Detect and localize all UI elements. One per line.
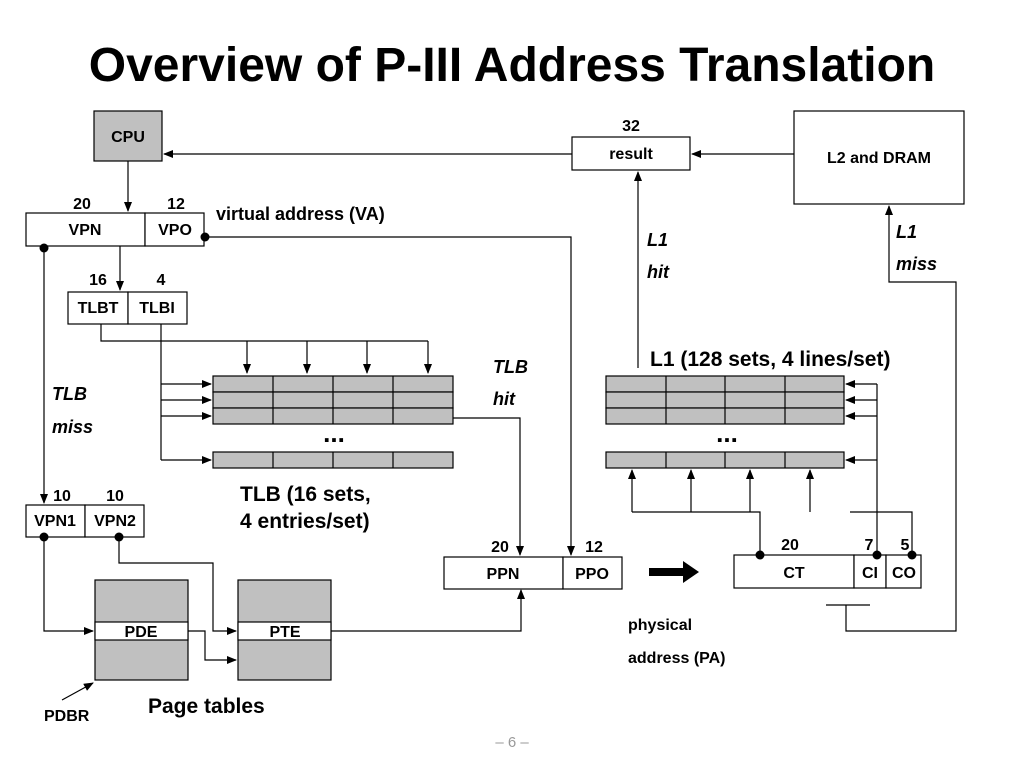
ppn-field — [443, 556, 564, 590]
l1-miss-label-1: L1 — [896, 222, 917, 242]
co-line — [850, 511, 913, 555]
co-label: CO — [892, 565, 916, 582]
tlb-caption-2: 4 entries/set) — [240, 510, 370, 533]
ppn-label: PPN — [487, 566, 520, 583]
pte-label: PTE — [269, 624, 300, 641]
l2-dram-label: L2 and DRAM — [827, 150, 931, 167]
vpn2-bits: 10 — [106, 488, 124, 505]
tlbt-label: TLBT — [78, 300, 119, 317]
vpn1-bits: 10 — [53, 488, 71, 505]
co-bits: 5 — [901, 537, 910, 554]
co-field — [885, 554, 922, 589]
tlbt-bits: 16 — [89, 272, 107, 289]
va-caption: virtual address (VA) — [216, 204, 385, 224]
vpn1-to-pde-arrow — [43, 537, 94, 635]
tlb-hit-label-2: hit — [493, 389, 516, 409]
vpn2-label: VPN2 — [94, 513, 136, 530]
ppn-bits: 20 — [491, 539, 509, 556]
pde-table — [94, 579, 189, 681]
l1-hit-label-1: L1 — [647, 230, 668, 250]
vpn1-label: VPN1 — [34, 513, 76, 530]
pde-to-pte-arrow — [188, 630, 237, 664]
pde-label: PDE — [125, 624, 158, 641]
vpn-field — [25, 212, 146, 247]
tlbt-field — [67, 291, 129, 325]
vpn2-field — [84, 504, 145, 538]
ci-field — [853, 554, 887, 589]
l2-dram-box — [793, 110, 965, 205]
page-title: Overview of P-III Address Translation — [88, 39, 936, 92]
tlb-hit-arrow — [453, 417, 524, 556]
result-label: result — [609, 146, 653, 163]
cpu-box — [93, 110, 163, 162]
ppo-bits: 12 — [585, 539, 603, 556]
tlb-ellipsis: ... — [323, 418, 345, 448]
pte-to-ppn-arrow — [331, 589, 525, 632]
l1-array — [605, 375, 845, 469]
tlb-miss-label-2: miss — [52, 417, 93, 437]
ct-bits: 20 — [781, 537, 799, 554]
ct-label: CT — [783, 565, 805, 582]
vpn-bits: 20 — [73, 196, 91, 213]
tlbt-compare-line — [100, 324, 428, 342]
pte-table — [237, 579, 332, 681]
vpn2-to-pte-arrow — [118, 537, 237, 635]
pa-to-cache-arrow-icon — [649, 561, 699, 583]
pdbr-label: PDBR — [44, 708, 90, 725]
vpo-bits: 12 — [167, 196, 185, 213]
pa-caption-2: address (PA) — [628, 650, 726, 667]
page-tables-caption: Page tables — [148, 695, 265, 718]
tlbi-field — [127, 291, 188, 325]
l1-ellipsis: ... — [716, 418, 738, 448]
l1-hit-label-2: hit — [647, 262, 670, 282]
cpu-label: CPU — [111, 129, 145, 146]
ci-label: CI — [862, 565, 878, 582]
tlbi-label: TLBI — [139, 300, 175, 317]
tlb-hit-label-1: TLB — [493, 357, 528, 377]
ci-bits: 7 — [865, 537, 874, 554]
l1-miss-arrow — [845, 205, 957, 632]
tlb-miss-label-1: TLB — [52, 384, 87, 404]
l1-caption: L1 (128 sets, 4 lines/set) — [650, 348, 890, 371]
vpo-label: VPO — [158, 222, 192, 239]
vpn-label: VPN — [69, 222, 102, 239]
l1-miss-label-2: miss — [896, 254, 937, 274]
ct-compare-line — [632, 511, 761, 555]
vpo-field — [144, 212, 205, 247]
page-number: – 6 – — [495, 734, 529, 751]
pdbr-arrow — [61, 682, 94, 701]
result-bits: 32 — [622, 118, 640, 135]
tlb-array — [212, 375, 454, 469]
vpn1-field — [25, 504, 86, 538]
vpo-to-ppo-arrow — [205, 236, 575, 556]
pa-caption-1: physical — [628, 617, 692, 634]
ppo-label: PPO — [575, 566, 609, 583]
result-box — [571, 136, 691, 171]
ppo-field — [562, 556, 623, 590]
tlb-caption-1: TLB (16 sets, — [240, 483, 371, 506]
tlbi-bits: 4 — [157, 272, 166, 289]
